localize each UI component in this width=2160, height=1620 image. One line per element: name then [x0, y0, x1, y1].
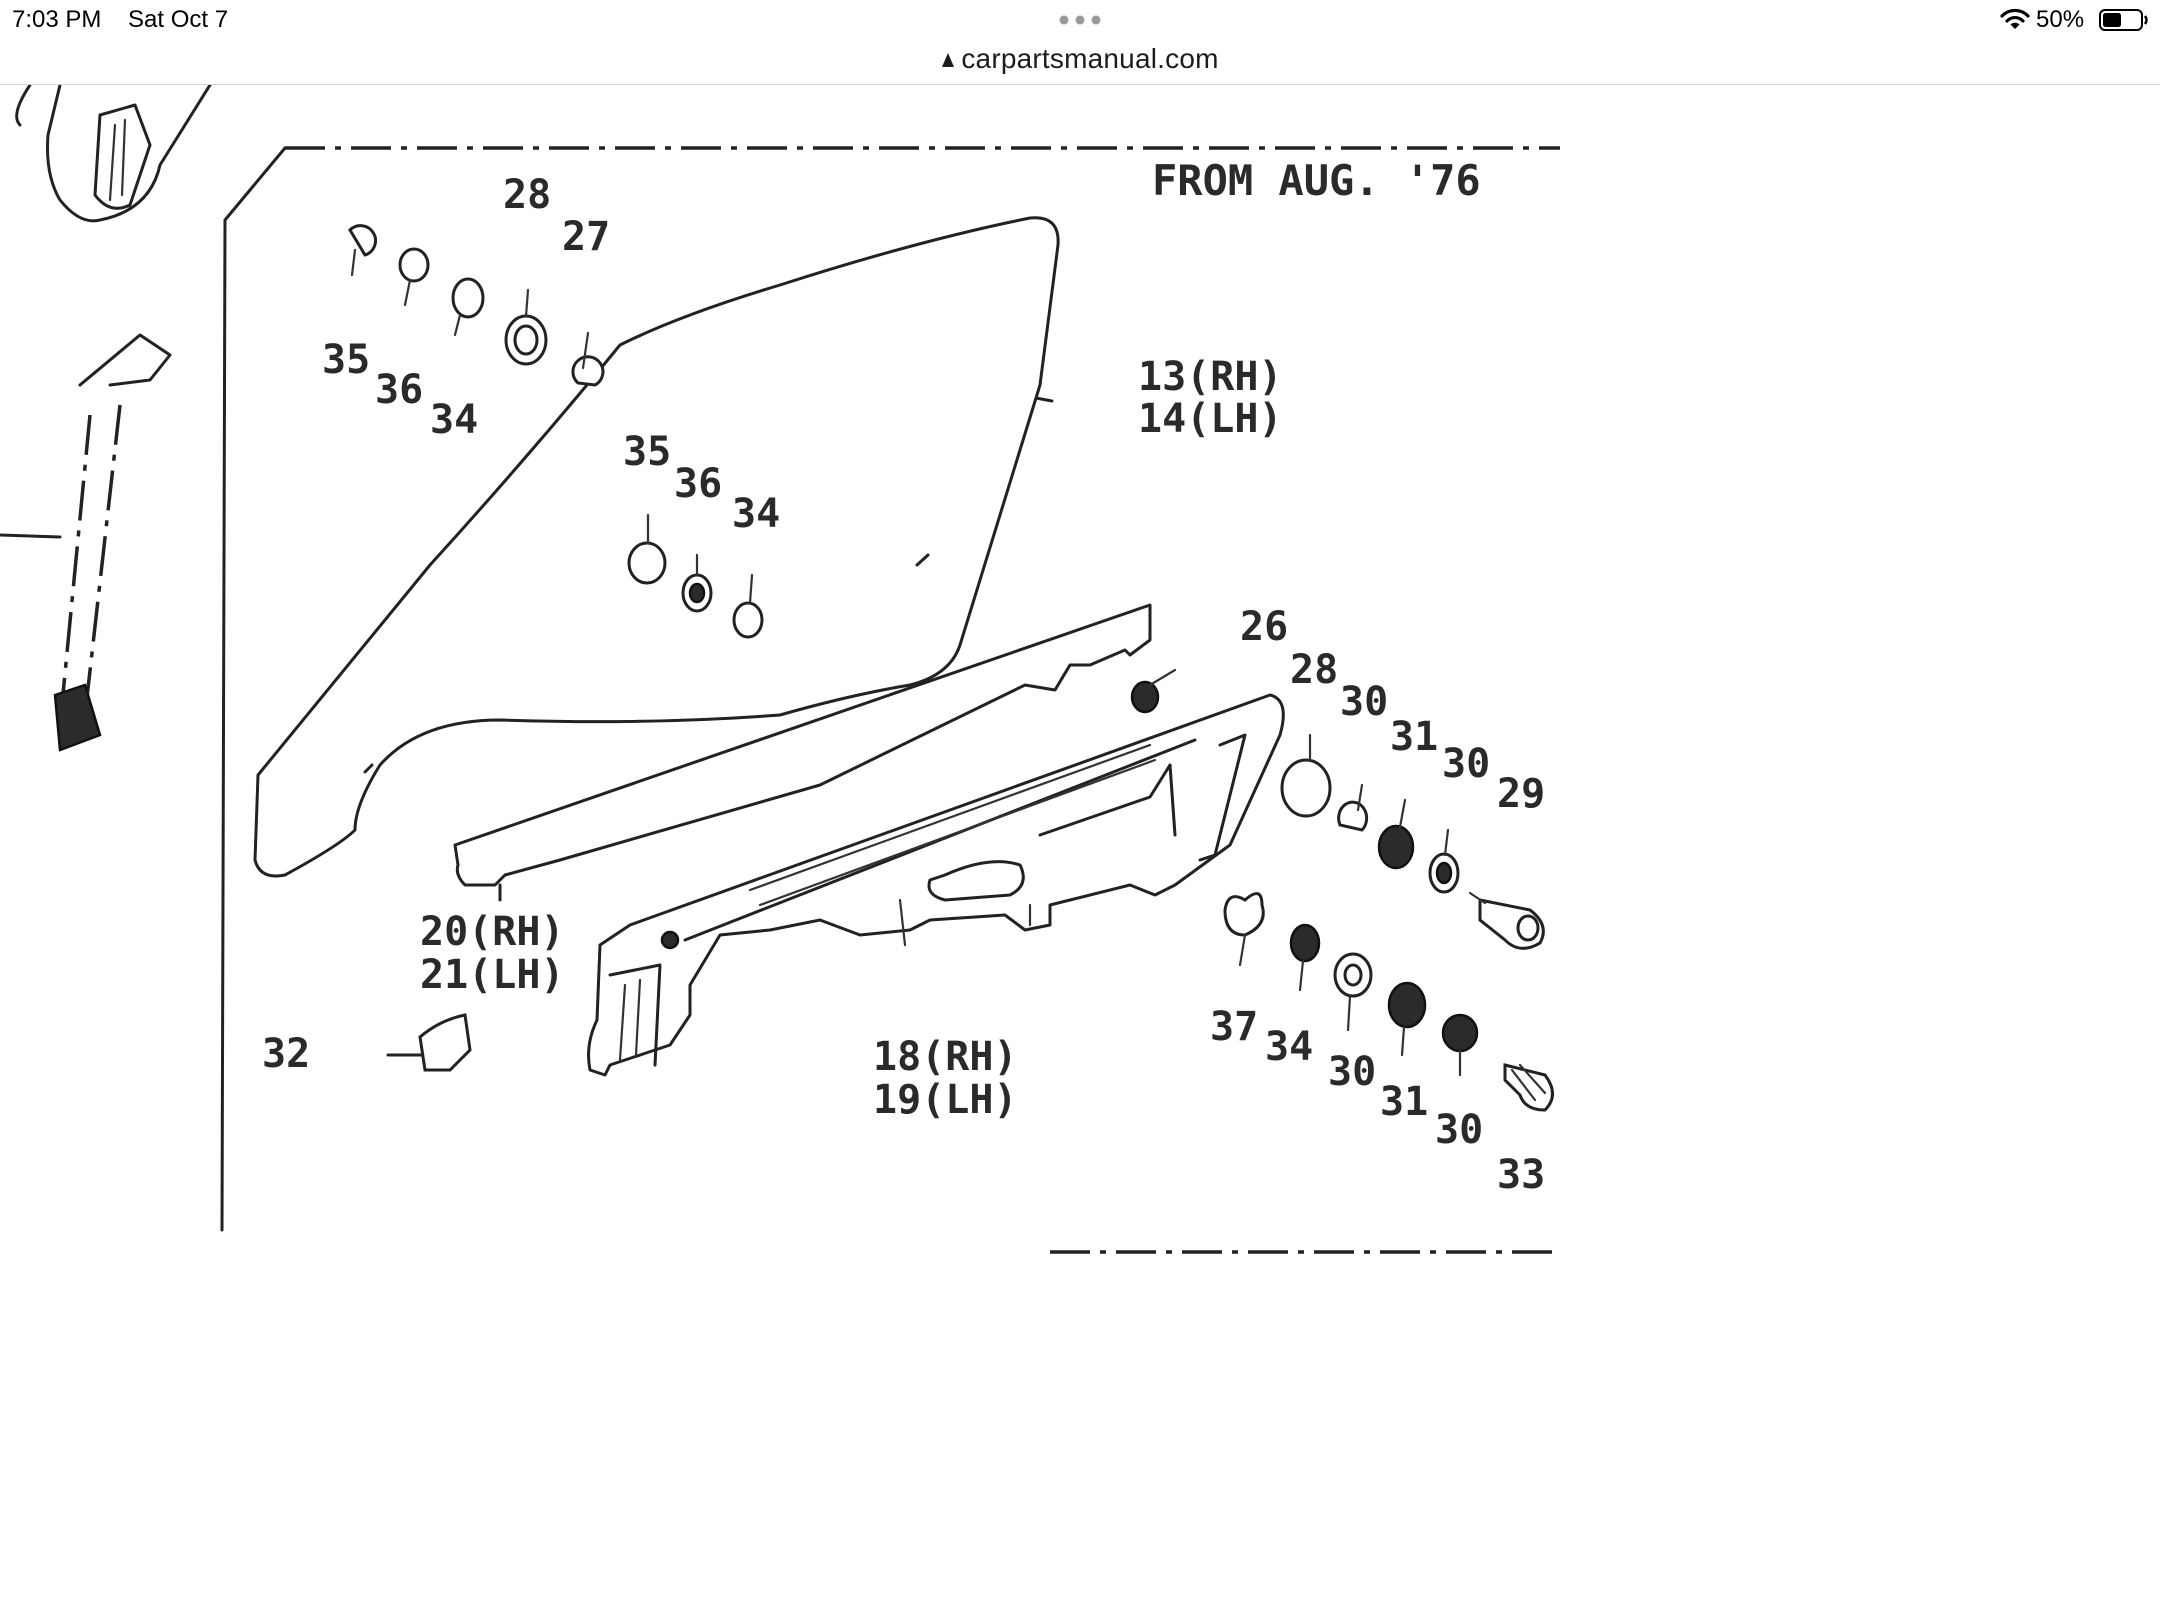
part-label: 13(RH) — [1138, 354, 1283, 400]
wifi-icon — [2000, 8, 2030, 29]
part-label: 30 — [1340, 679, 1388, 725]
date-note: FROM AUG. '76 — [1152, 156, 1481, 205]
part-label: 37 — [1210, 1004, 1258, 1050]
parts-diagram: FROM AUG. '76 28 27 35 36 34 13(RH) 14(L… — [0, 85, 2160, 1620]
window-regulator — [587, 693, 1285, 1077]
part-label: 20(RH) — [420, 909, 565, 955]
part-label: 27 — [562, 214, 610, 260]
part-label: 34 — [732, 491, 780, 537]
part-label: 31 — [1380, 1079, 1428, 1125]
part-label: 30 — [1328, 1049, 1376, 1095]
battery-percent: 50% — [2036, 6, 2085, 33]
part-label: 28 — [1290, 647, 1338, 693]
lower-sash-channel — [453, 603, 1152, 902]
status-time: 7:03 PM — [12, 6, 102, 33]
url-text[interactable]: carpartsmanual.com — [961, 43, 1219, 74]
part-label: 30 — [1435, 1107, 1483, 1153]
part-label: 29 — [1497, 771, 1545, 817]
part-label: 33 — [1497, 1152, 1545, 1198]
cropped-left-part-side — [0, 333, 172, 752]
diagram-frame — [220, 146, 1560, 1254]
part-label: 35 — [322, 337, 370, 383]
regulator-hardware-upper — [1130, 668, 1545, 950]
status-bar: 7:03 PM Sat Oct 7 50% — [0, 0, 2160, 40]
part-label: 34 — [1265, 1024, 1313, 1070]
part-label: 36 — [674, 461, 722, 507]
part-32-bracket — [386, 1013, 472, 1072]
part-label: 30 — [1442, 741, 1490, 787]
address-bar[interactable]: carpartsmanual.com — [0, 36, 2160, 82]
regulator-hardware-lower — [1223, 892, 1554, 1112]
cropped-left-part-top — [15, 85, 212, 223]
part-label: 28 — [503, 172, 551, 218]
part-label: 36 — [375, 367, 423, 413]
part-label: 35 — [623, 429, 671, 475]
part-label: 31 — [1390, 714, 1438, 760]
part-label: 32 — [262, 1031, 310, 1077]
part-label: 34 — [430, 397, 478, 443]
part-label: 18(RH) — [873, 1034, 1018, 1080]
more-dots-icon[interactable] — [1058, 14, 1102, 26]
status-date: Sat Oct 7 — [128, 6, 229, 33]
toolbar-divider — [0, 84, 2160, 85]
part-label: 21(LH) — [420, 952, 565, 998]
glass-hardware-middle — [627, 513, 764, 639]
lock-icon — [942, 53, 955, 67]
door-glass-regulator-diagram: FROM AUG. '76 28 27 35 36 34 13(RH) 14(L… — [0, 85, 1560, 1254]
part-label: 26 — [1240, 604, 1288, 650]
part-label: 19(LH) — [873, 1077, 1018, 1123]
glass-hardware-upper — [348, 224, 605, 387]
battery-icon — [2099, 9, 2148, 31]
door-glass — [253, 216, 1060, 878]
part-label: 14(LH) — [1138, 396, 1283, 442]
